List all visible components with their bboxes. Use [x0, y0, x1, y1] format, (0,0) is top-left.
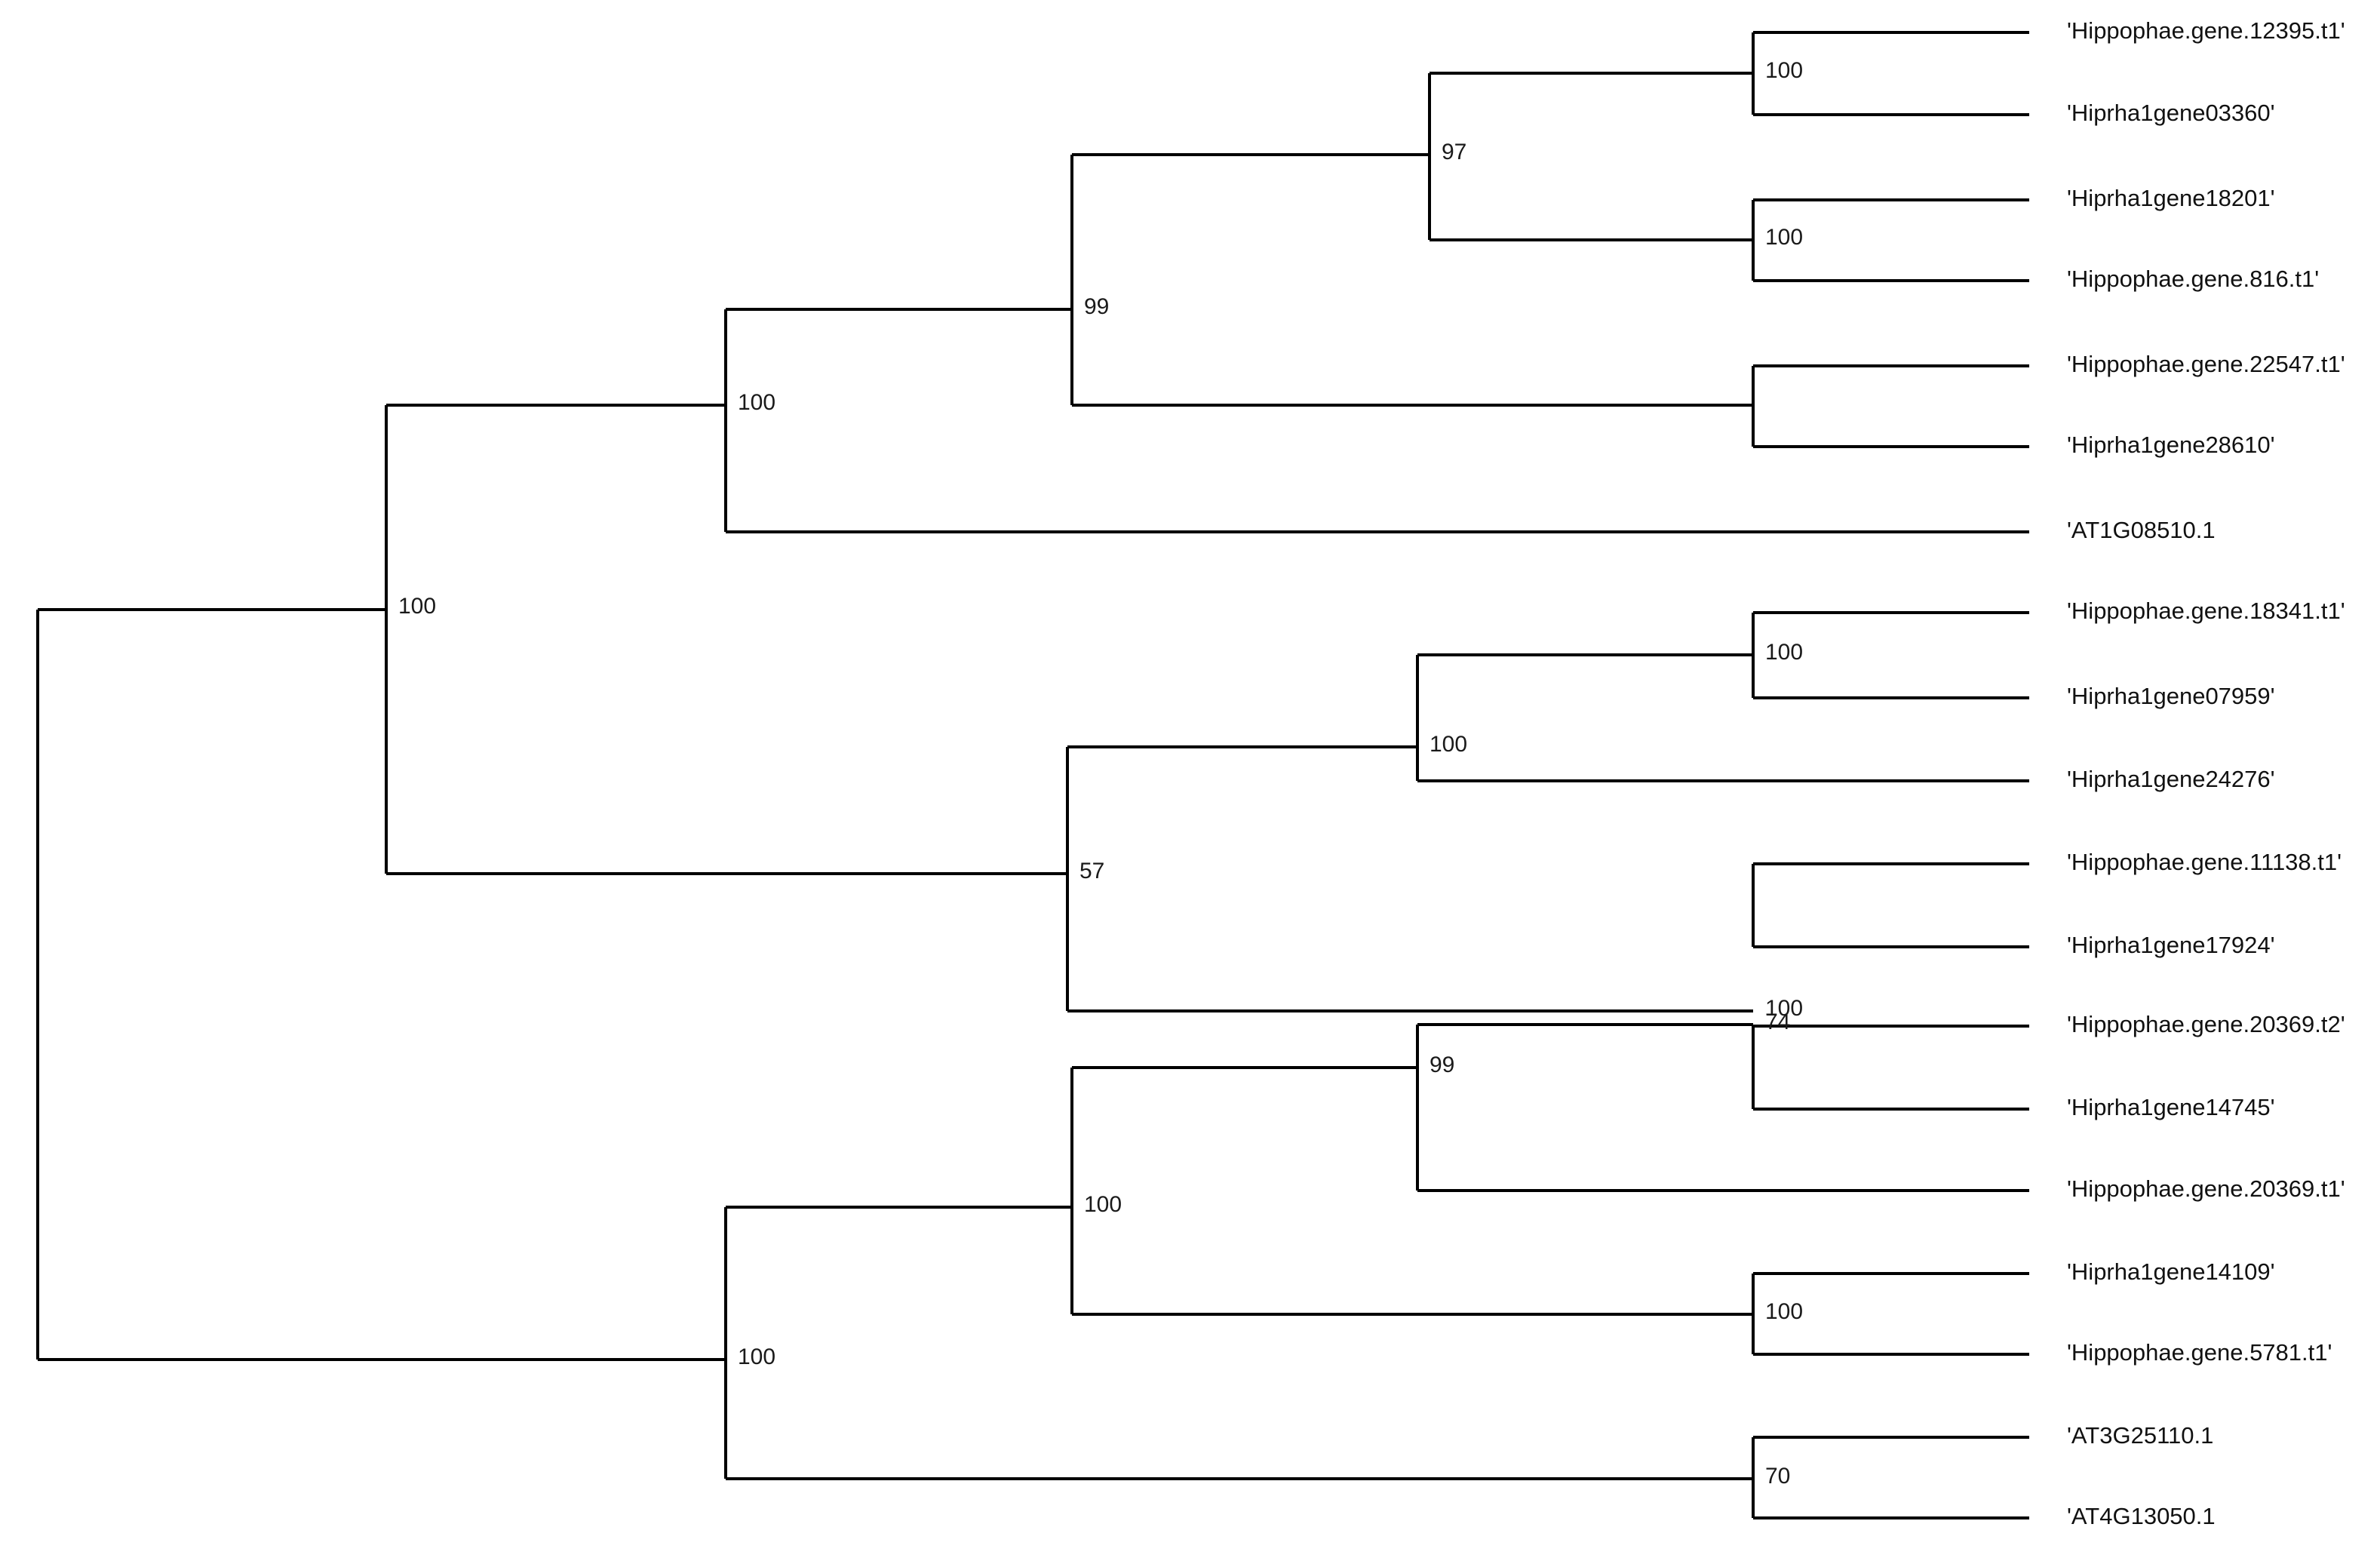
tip-label: 'Hippophae.gene.20369.t1' — [2067, 1175, 2345, 1202]
bootstrap-support-label: 74 — [1765, 1009, 1790, 1034]
tip-label: 'Hiprha1gene14109' — [2067, 1258, 2275, 1285]
tip-label: 'Hiprha1gene18201' — [2067, 185, 2275, 211]
bootstrap-support-label: 100 — [1765, 640, 1803, 665]
bootstrap-support-label: 99 — [1430, 1052, 1454, 1077]
tip-label: 'Hippophae.gene.18341.t1' — [2067, 598, 2345, 624]
tip-label: 'Hiprha1gene03360' — [2067, 100, 2275, 126]
tip-label: 'AT4G13050.1 — [2067, 1503, 2216, 1529]
bootstrap-support-label: 97 — [1442, 140, 1466, 164]
support-label-layer: 1001009997100100571001001001001009974100… — [398, 58, 1803, 1489]
bootstrap-support-label: 99 — [1084, 294, 1109, 319]
tip-label: 'Hippophae.gene.12395.t1' — [2067, 17, 2345, 44]
tip-label: 'Hippophae.gene.22547.t1' — [2067, 351, 2345, 377]
tip-label: 'Hiprha1gene28610' — [2067, 432, 2275, 458]
tip-label: 'Hippophae.gene.5781.t1' — [2067, 1339, 2332, 1366]
tip-label: 'Hippophae.gene.816.t1' — [2067, 266, 2319, 292]
bootstrap-support-label: 100 — [1765, 996, 1803, 1021]
bootstrap-support-label: 100 — [738, 1344, 775, 1369]
bootstrap-support-label: 70 — [1765, 1464, 1790, 1489]
tip-label: 'AT3G25110.1 — [2067, 1422, 2213, 1449]
bootstrap-support-label: 100 — [1765, 58, 1803, 83]
branch-layer — [36, 31, 2029, 1519]
bootstrap-support-label: 100 — [1084, 1192, 1122, 1217]
bootstrap-support-label: 57 — [1079, 859, 1104, 883]
bootstrap-support-label: 100 — [1765, 1299, 1803, 1324]
tip-label: 'Hippophae.gene.11138.t1' — [2067, 849, 2342, 875]
tip-label: 'Hiprha1gene07959' — [2067, 683, 2275, 709]
tip-label: 'Hiprha1gene17924' — [2067, 932, 2275, 958]
bootstrap-support-label: 100 — [398, 594, 436, 619]
tip-label-layer: 'Hippophae.gene.12395.t1' 'Hiprha1gene033… — [2067, 17, 2345, 1529]
tip-label: 'AT1G08510.1 — [2067, 517, 2216, 543]
bootstrap-support-label: 100 — [1430, 732, 1467, 757]
tip-label: 'Hiprha1gene24276' — [2067, 766, 2275, 792]
bootstrap-support-label: 100 — [738, 390, 775, 415]
tip-label: 'Hippophae.gene.20369.t2' — [2067, 1011, 2345, 1037]
tip-label: 'Hiprha1gene14745' — [2067, 1094, 2275, 1120]
bootstrap-support-label: 100 — [1765, 225, 1803, 250]
